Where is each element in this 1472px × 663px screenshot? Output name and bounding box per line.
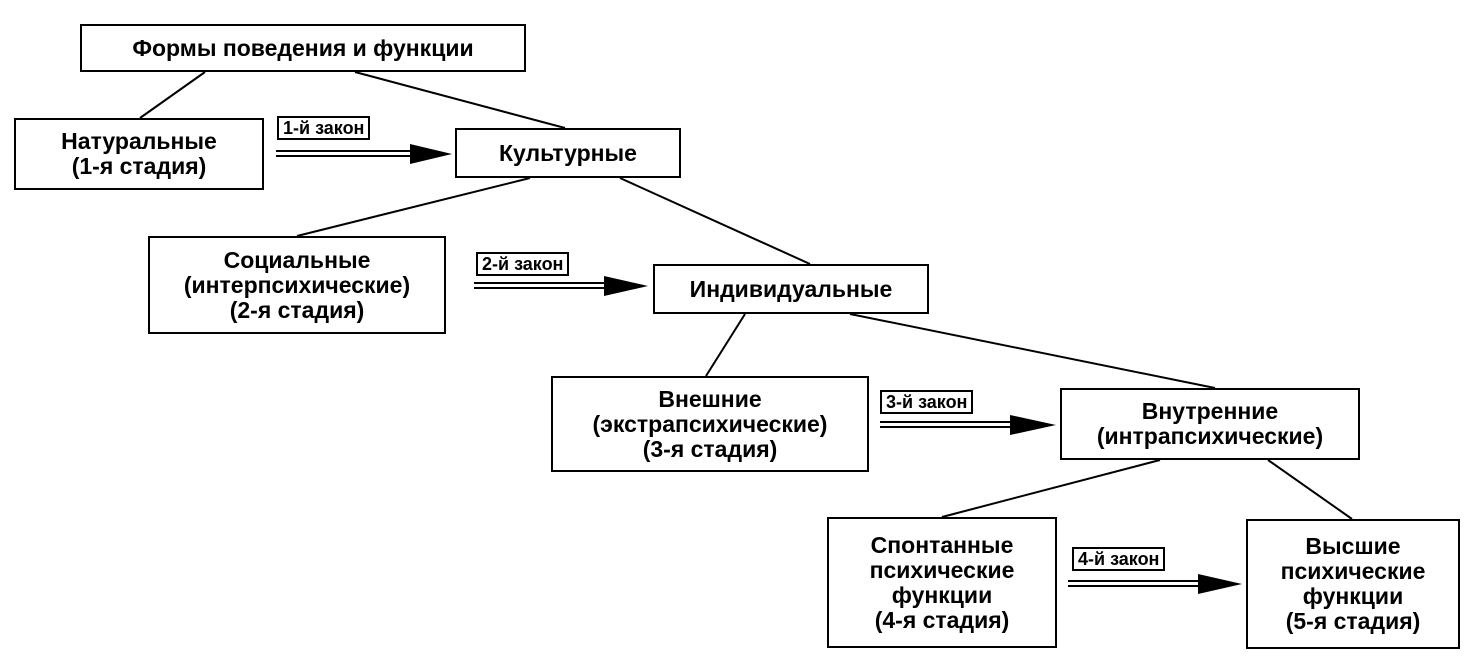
node-root-label: Формы поведения и функции — [132, 34, 474, 61]
edge-individual-internal — [849, 313, 1216, 389]
node-external-line1: Внешние — [658, 385, 762, 412]
edge-cultural-social — [296, 177, 531, 237]
node-higher: Высшие психические функции (5-я стадия) — [1246, 519, 1460, 649]
node-external-line2: (экстрапсихические) — [592, 410, 828, 437]
law-arrow-4 — [1068, 574, 1242, 594]
edge-cultural-individual — [619, 177, 811, 265]
edge-internal-higher — [1267, 459, 1353, 520]
law-label-2: 2-й закон — [476, 252, 570, 276]
node-cultural-line1: Культурные — [499, 139, 637, 166]
law-label-3: 3-й закон — [880, 390, 974, 414]
law-arrow-3 — [880, 415, 1056, 435]
node-natural: Натуральные (1-я стадия) — [14, 118, 264, 190]
node-individual-line1: Индивидуальные — [689, 275, 893, 302]
node-internal: Внутренние (интрапсихические) — [1060, 388, 1360, 460]
node-internal-line1: Внутренние — [1141, 398, 1279, 424]
node-spontaneous: Спонтанные психические функции (4-я стад… — [827, 517, 1057, 648]
node-spontaneous-line2: психические — [869, 556, 1015, 583]
node-cultural: Культурные — [455, 128, 681, 178]
edge-individual-external — [705, 313, 746, 377]
law-arrow-2 — [474, 276, 648, 296]
node-social-line1: Социальные — [223, 246, 371, 273]
node-natural-line2: (1-я стадия) — [71, 153, 207, 179]
node-spontaneous-line1: Спонтанные — [870, 531, 1014, 558]
node-social: Социальные (интерпсихические) (2-я стади… — [148, 236, 446, 334]
node-higher-line2: психические — [1280, 558, 1426, 584]
node-higher-line4: (5-я стадия) — [1285, 608, 1421, 634]
node-higher-line3: функции — [1302, 583, 1404, 609]
node-natural-line1: Натуральные — [61, 128, 217, 154]
law-label-1: 1-й закон — [277, 116, 371, 140]
law-label-4: 4-й закон — [1072, 547, 1166, 571]
law-arrow-1 — [276, 144, 452, 164]
node-external: Внешние (экстрапсихические) (3-я стадия) — [551, 376, 869, 472]
node-internal-line2: (интрапсихические) — [1096, 423, 1324, 449]
node-spontaneous-line4: (4-я стадия) — [874, 606, 1010, 633]
edge-root-cultural — [354, 71, 566, 129]
node-root: Формы поведения и функции — [80, 24, 526, 72]
node-social-line3: (2-я стадия) — [229, 296, 365, 323]
node-social-line2: (интерпсихические) — [183, 271, 411, 298]
node-spontaneous-line3: функции — [891, 581, 993, 608]
node-individual: Индивидуальные — [653, 264, 929, 314]
edge-internal-spontaneous — [941, 459, 1161, 518]
node-higher-line1: Высшие — [1305, 533, 1401, 559]
edge-root-natural — [139, 71, 206, 119]
node-external-line3: (3-я стадия) — [642, 435, 778, 462]
